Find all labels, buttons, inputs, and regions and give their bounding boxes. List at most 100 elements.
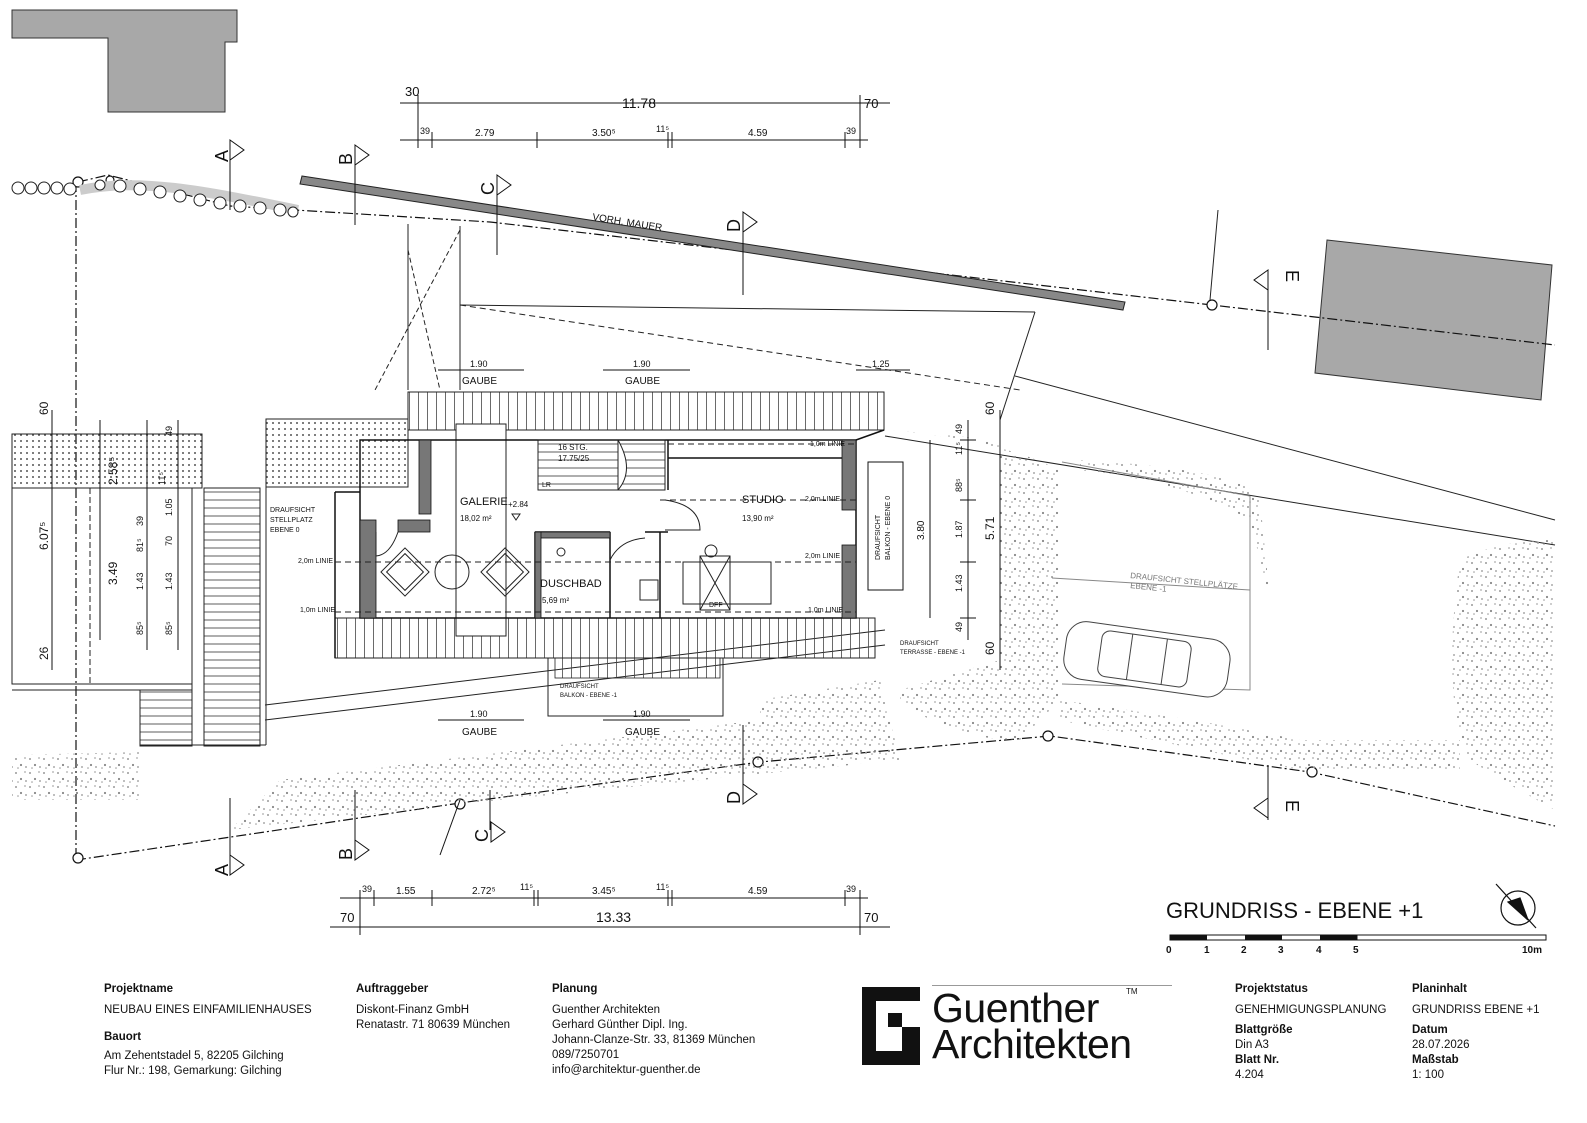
tb-projektname: NEUBAU EINES EINFAMILIENHAUSES <box>104 1004 312 1016</box>
vegetation-bottom <box>230 680 900 830</box>
section-d-bottom: D <box>724 791 744 804</box>
scale-0: 0 <box>1166 945 1172 956</box>
note-stellplatz-1: DRAUFSICHT <box>270 507 316 514</box>
dim-bot-70-right: 70 <box>864 910 878 925</box>
scale-4: 4 <box>1316 945 1322 956</box>
dim-right-49-top: 49 <box>954 424 964 434</box>
dim-left-49: 49 <box>164 426 174 436</box>
tb-bauort-1: Am Zehentstadel 5, 82205 Gilching <box>104 1050 284 1062</box>
gaube-label-bl: GAUBE <box>462 727 497 738</box>
line-2m-label-left: 2,0m LINIE <box>298 558 333 565</box>
scale-2: 2 <box>1241 945 1247 956</box>
vegetation-right-2 <box>1080 460 1270 600</box>
dimension-texts: 30 11.78 70 39 2.79 3.50⁵ 11⁵ 4.59 39 39… <box>37 84 997 925</box>
note-balkon-m1-1: DRAUFSICHT <box>560 684 599 690</box>
dim-top-30: 30 <box>405 84 419 99</box>
gaube-label-tl: GAUBE <box>462 376 497 387</box>
dim-left-105: 1.05 <box>164 498 174 516</box>
section-e-bottom: E <box>1282 800 1302 812</box>
line-2m-label-right-2: 2,0m LINIE <box>805 553 840 560</box>
tb-planung: Planung Guenther Architekten Gerhard Gün… <box>552 982 755 1078</box>
roof-band-balcony <box>554 657 721 679</box>
tb-planung-4: 089/7250701 <box>552 1049 620 1061</box>
dim-bot-70-left: 70 <box>340 910 354 925</box>
dim-left-115: 11⁵ <box>157 472 167 485</box>
section-c-bottom: C <box>472 829 492 842</box>
floor-plan-drawing: ND VORH. MAUER <box>11 9 1556 956</box>
tb-massstab: 1: 100 <box>1412 1069 1444 1081</box>
line-1m-label-top: 1,0m LINIE <box>810 441 845 448</box>
note-stellplatz-3: EBENE 0 <box>270 527 300 534</box>
interior-stair-turn <box>616 439 666 491</box>
tb-status-label: Projektstatus <box>1235 983 1308 995</box>
dimension-lines <box>51 95 1001 935</box>
note-balkon0-1: DRAUFSICHT <box>875 514 882 560</box>
tb-planinhalt: GRUNDRISS EBENE +1 <box>1412 1004 1540 1016</box>
vegetation-lower-right <box>1060 700 1460 770</box>
dim-bot-d7: 4.59 <box>748 886 768 897</box>
stair-label-2: 17.75/25 <box>558 454 590 463</box>
vegetation-far-right <box>1452 540 1555 810</box>
tb-auftraggeber-2: Renatastr. 71 80639 München <box>356 1019 511 1031</box>
note-terrasse-2: TERRASSE - EBENE -1 <box>900 650 966 656</box>
dff-label: DFF <box>709 602 723 609</box>
line-2m-label-right: 2,0m LINIE <box>805 496 840 503</box>
tb-auftraggeber-1: Diskont-Finanz GmbH <box>356 1004 470 1016</box>
tb-bauort-2: Flur Nr.: 198, Gemarkung: Gilching <box>104 1065 282 1077</box>
room-galerie-area: 18,02 m² <box>460 514 492 523</box>
tb-bauort-label: Bauort <box>104 1031 142 1043</box>
level-mark-triangle <box>511 513 521 521</box>
dim-right-571: 5.71 <box>983 516 997 540</box>
dim-top-d2: 2.79 <box>475 128 495 139</box>
dim-right-380: 3.80 <box>916 520 927 540</box>
dim-top-d5: 4.59 <box>748 128 768 139</box>
outdoor-stair <box>203 487 261 747</box>
dim-left-26: 26 <box>37 646 51 660</box>
tb-blattnr-label: Blatt Nr. <box>1235 1054 1280 1066</box>
room-duschbad-area: 5,69 m² <box>542 596 569 605</box>
room-studio-area: 13,90 m² <box>742 514 774 523</box>
dim-left-855-a: 85⁵ <box>135 621 145 635</box>
room-duschbad-name: DUSCHBAD <box>540 578 602 590</box>
tb-projektname-label: Projektname <box>104 983 174 995</box>
vegetation-left <box>12 752 140 800</box>
tb-planung-label: Planung <box>552 983 598 995</box>
line-1m-label-bottom-right: 1,0m LINIE <box>808 607 843 614</box>
dim-left-2585: 2.58⁵ <box>106 457 120 485</box>
room-galerie-name: GALERIE <box>460 496 508 508</box>
tb-status: Projektstatus GENEHMIGUNGSPLANUNG Blattg… <box>1235 982 1386 1083</box>
dim-bot-d2: 1.55 <box>396 886 416 897</box>
logo-line-2: Architekten <box>932 1021 1132 1067</box>
dim-left-143-a: 1.43 <box>135 572 145 590</box>
dim-bot-d5: 3.45⁵ <box>592 886 616 897</box>
dim-left-815: 81⁵ <box>135 538 145 552</box>
boulder-wall <box>11 179 299 218</box>
wall-fills <box>359 439 857 619</box>
door-swings <box>375 499 701 561</box>
dim-left-60: 60 <box>37 401 51 415</box>
dim-right-49-bottom: 49 <box>954 622 964 632</box>
scale-10m: 10m <box>1522 945 1542 956</box>
logo-mark-icon <box>862 987 920 1065</box>
dim-right-60-bottom: 60 <box>983 641 997 655</box>
scale-5: 5 <box>1353 945 1359 956</box>
section-markers: A A B B C C D D E E <box>212 139 1302 876</box>
note-stellplatz-2: STELLPLATZ <box>270 517 313 524</box>
dim-top-1178: 11.78 <box>622 95 656 111</box>
section-e-top: E <box>1282 270 1302 282</box>
note-terrasse-1: DRAUFSICHT <box>900 641 939 647</box>
tb-status: GENEHMIGUNGSPLANUNG <box>1235 1004 1387 1016</box>
car-symbol <box>1063 621 1231 698</box>
company-logo: Guenther Architekten TM <box>862 985 1182 1075</box>
dim-top-d1: 39 <box>420 126 430 136</box>
dim-bot-d8: 39 <box>846 884 856 894</box>
dim-left-349: 3.49 <box>106 561 120 585</box>
dormer-left <box>455 423 507 637</box>
dim-bot-d6: 11⁵ <box>656 882 669 892</box>
neighbour-building-right <box>1314 239 1553 401</box>
outdoor-stair-landing <box>139 689 193 747</box>
scale-3: 3 <box>1278 945 1284 956</box>
tb-planinhalt: Planinhalt GRUNDRISS EBENE +1 Datum 28.0… <box>1412 982 1540 1083</box>
note-balkon0-2: BALKON - EBENE 0 <box>885 496 892 560</box>
note-stellplaetze-2: EBENE -1 <box>1130 581 1168 594</box>
